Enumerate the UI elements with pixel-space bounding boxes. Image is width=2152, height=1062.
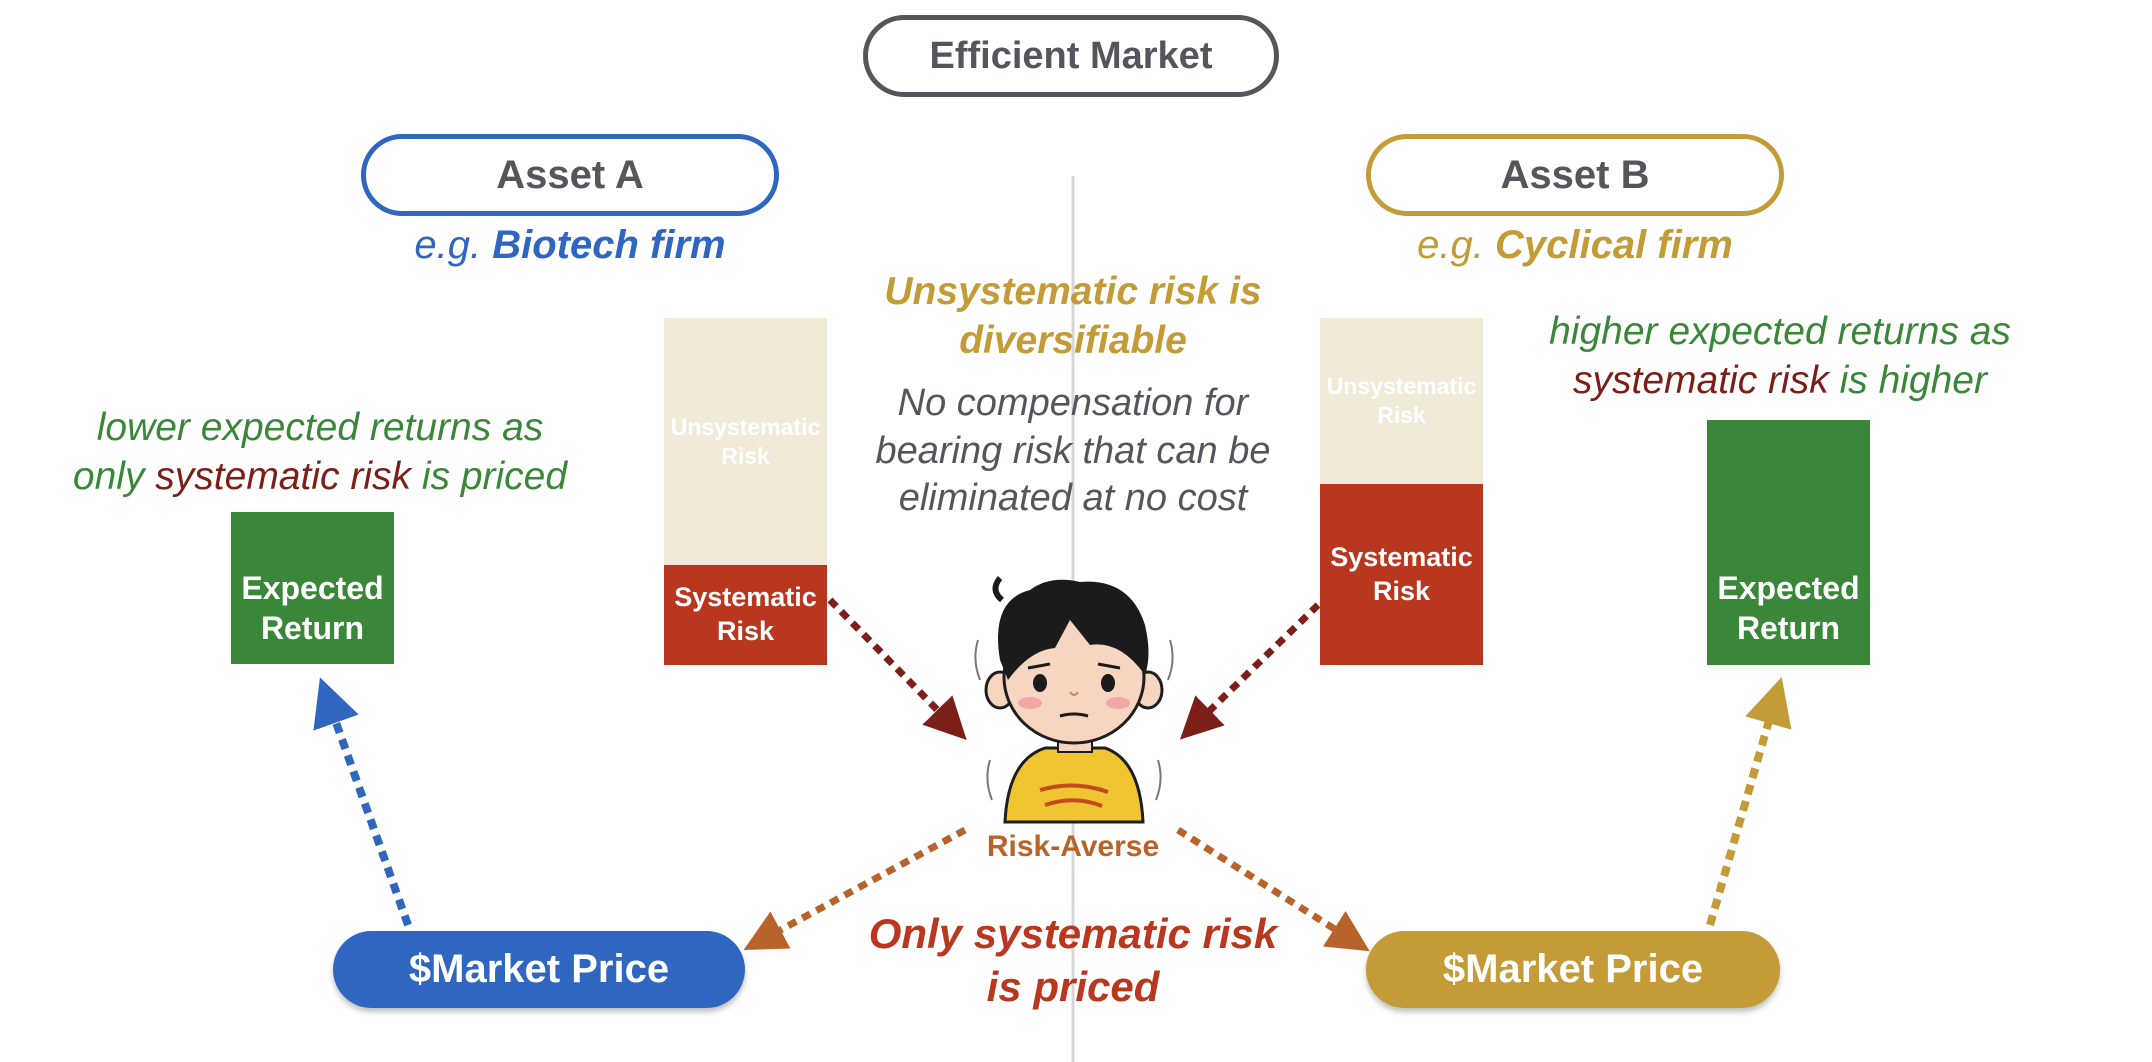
asset-a-market-price: $Market Price — [333, 931, 745, 1008]
asset-b-eg-prefix: e.g. — [1417, 223, 1484, 267]
conclusion-text: Only systematic risk is priced — [868, 910, 1278, 1010]
arrow-sysrisk-a-to-investor — [827, 597, 967, 741]
asset-b-example-name: Cyclical firm — [1494, 223, 1733, 267]
asset-b-note: higher expected returns as systematic ri… — [1480, 308, 2080, 406]
asset-b-market-price: $Market Price — [1366, 931, 1780, 1008]
asset-b-pill: Asset B — [1366, 134, 1784, 216]
risk-averse-investor-illustration — [974, 576, 1174, 824]
asset-b-name: Asset B — [1500, 152, 1650, 197]
asset-b-note-line2: systematic risk is higher — [1480, 357, 2080, 406]
page-title: Efficient Market — [929, 34, 1213, 77]
title-pill: Efficient Market — [863, 15, 1279, 97]
asset-a-expected-return: Expected Return — [231, 512, 394, 664]
asset-b-unsystematic-risk: Unsystematic Risk — [1320, 318, 1483, 484]
asset-b-expected-return: Expected Return — [1707, 420, 1870, 665]
asset-a-note: lower expected returns as only systemati… — [20, 404, 620, 502]
asset-a-note-line1: lower expected returns as — [96, 406, 544, 449]
asset-b-example: e.g. Cyclical firm — [1335, 220, 1815, 270]
arrow-sysrisk-b-to-investor — [1179, 602, 1321, 740]
asset-a-note-prefix: only — [72, 454, 145, 498]
arrow-price-b-to-return-b — [1706, 676, 1792, 927]
asset-b-note-highlight: systematic risk — [1573, 358, 1829, 402]
asset-a-note-highlight: systematic risk — [155, 454, 411, 498]
asset-a-note-suffix: is priced — [421, 454, 568, 498]
arrow-price-a-to-return-a — [313, 677, 412, 927]
diversifiable-heading: Unsystematic risk is diversifiable — [884, 270, 1262, 362]
asset-a-pill: Asset A — [361, 134, 779, 216]
asset-b-note-line1: higher expected returns as — [1549, 310, 2011, 353]
asset-b-systematic-risk: Systematic Risk — [1320, 484, 1483, 665]
asset-a-systematic-risk: Systematic Risk — [664, 565, 827, 665]
asset-b-note-suffix: is higher — [1839, 358, 1987, 402]
arrow-investor-to-price-a — [743, 826, 967, 951]
arrow-investor-to-price-b — [1176, 827, 1370, 952]
asset-a-example: e.g. Biotech firm — [330, 220, 810, 270]
asset-a-unsystematic-risk: Unsystematic Risk — [664, 318, 827, 565]
investor-label: Risk-Averse — [986, 830, 1160, 863]
asset-a-example-name: Biotech firm — [492, 223, 726, 267]
no-compensation-text: No compensation for bearing risk that ca… — [875, 382, 1271, 519]
asset-a-note-line2: only systematic risk is priced — [20, 453, 620, 502]
asset-a-name: Asset A — [496, 152, 644, 197]
asset-a-eg-prefix: e.g. — [414, 223, 482, 267]
